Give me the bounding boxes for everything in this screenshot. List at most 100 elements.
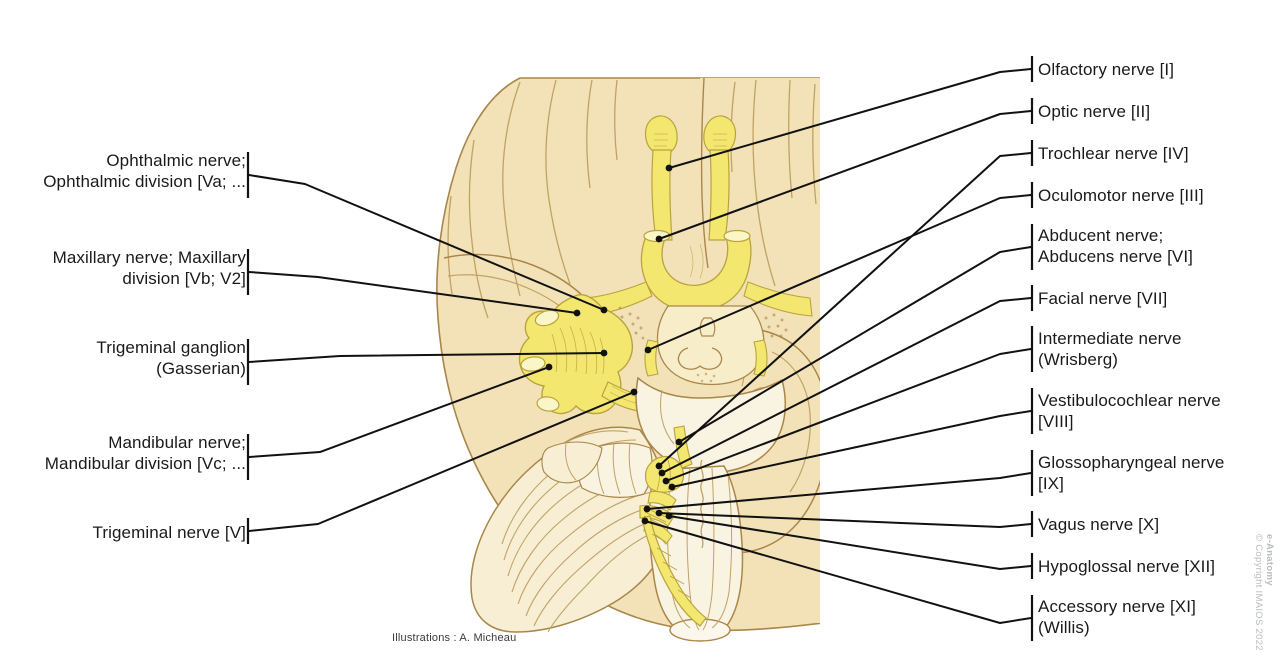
anchor-dot-vestibulocochlear-nerve [668,483,676,491]
frontal-gyri-right [730,79,817,287]
leader-line-trigeminal-ganglion [248,352,605,363]
lower-cranial-nerve-roots [639,425,707,627]
label-trigeminal-nerve[interactable]: Trigeminal nerve [V] [93,522,246,543]
label-line: Maxillary nerve; Maxillary [52,248,246,267]
leader-line-facial-nerve [661,297,1032,474]
label-line: Ophthalmic division [Va; ... [43,172,246,191]
anchor-dot-facial-nerve [658,469,666,477]
label-line: Abducent nerve; [1038,226,1164,245]
label-oculomotor-nerve[interactable]: Oculomotor nerve [III] [1038,185,1204,206]
label-line: Facial nerve [VII] [1038,289,1168,308]
watermark: e-Anatomy © Copyright IMAIOS 2022 [1253,534,1278,654]
leader-line-abducent-nerve [678,246,1032,443]
label-line: Optic nerve [II] [1038,102,1151,121]
leader-line-olfactory-nerve [668,68,1032,169]
illustration-credit: Illustrations : A. Micheau [392,632,517,644]
label-line: Trigeminal ganglion [96,338,246,357]
cerebellar-lobule [541,441,603,484]
anchor-dot-glossopharyngeal-nerve [643,505,651,513]
anchor-dot-trigeminal-nerve [630,388,638,396]
olfactory-apparatus [644,115,737,241]
leader-line-trochlear-nerve [658,152,1032,467]
anchor-dot-optic-nerve [655,235,663,243]
label-vagus-nerve[interactable]: Vagus nerve [X] [1038,514,1159,535]
anchor-dot-vagus-nerve [655,509,663,517]
label-line: [IX] [1038,474,1064,493]
label-line: (Wrisberg) [1038,350,1119,369]
accessory-nerve-spinal-root [641,515,707,627]
label-trigeminal-ganglion[interactable]: Trigeminal ganglion(Gasserian) [96,337,246,379]
glossopharyngeal-root [647,490,677,511]
label-ophthalmic-nerve[interactable]: Ophthalmic nerve; Ophthalmic division [Va… [43,150,246,192]
oculomotor-roots [644,339,768,377]
ophthalmic-division-stump [534,309,560,327]
leader-line-intermediate-nerve [665,348,1032,482]
leader-line-hypoglossal-nerve [668,515,1032,570]
label-trochlear-nerve[interactable]: Trochlear nerve [IV] [1038,143,1189,164]
label-intermediate-nerve[interactable]: Intermediate nerve(Wrisberg) [1038,328,1182,370]
label-abducent-nerve[interactable]: Abducent nerve; Abducens nerve [VI] [1038,225,1193,267]
anchor-dot-trochlear-nerve [655,462,663,470]
leader-line-mandibular-nerve [248,366,550,458]
leader-line-trigeminal-nerve [248,391,635,532]
oculomotor-nerve-right [753,339,768,377]
olfactory-tract-left [651,149,673,241]
label-line: Olfactory nerve [I] [1038,60,1175,79]
label-vestibulocochlear-nerve[interactable]: Vestibulocochlear nerve [VIII] [1038,390,1221,432]
anchor-dot-abducent-nerve [675,438,683,446]
label-line: Vestibulocochlear nerve [1038,391,1221,410]
olfactory-bulb-right [703,115,737,155]
label-line: Accessory nerve [XI] [1038,597,1196,616]
label-glossopharyngeal-nerve[interactable]: Glossopharyngeal nerve [IX] [1038,452,1224,494]
temporal-gyri-right [771,351,811,493]
leader-line-ophthalmic-nerve [248,174,605,311]
label-line: Glossopharyngeal nerve [1038,453,1225,472]
label-line: division [Vb; V2] [122,269,246,288]
posterior-perforated-substance [696,372,716,383]
label-line: Oculomotor nerve [III] [1038,186,1204,205]
interpeduncular-region [656,305,765,386]
label-line: Trigeminal nerve [V] [92,523,246,542]
cerebellum [470,426,670,633]
label-optic-nerve[interactable]: Optic nerve [II] [1038,101,1150,122]
leader-line-glossopharyngeal-nerve [646,472,1032,510]
optic-chiasm-and-nerves [640,233,752,313]
leader-line-vagus-nerve [658,512,1032,528]
label-accessory-nerve[interactable]: Accessory nerve [XI] (Willis) [1038,596,1196,638]
longitudinal-fissure [700,77,709,269]
mammillary-bodies [677,347,723,370]
anchor-dot-mandibular-nerve [545,363,553,371]
leader-line-optic-nerve [658,110,1032,240]
optic-nerve-stump-right [723,229,751,243]
anchor-dot-hypoglossal-nerve [665,512,673,520]
watermark-copyright: © Copyright IMAIOS 2022 [1253,534,1264,651]
label-line: Trochlear nerve [IV] [1038,144,1189,163]
label-maxillary-nerve[interactable]: Maxillary nerve; Maxillary division [Vb; … [53,247,246,289]
watermark-brand: e-Anatomy [1264,534,1275,586]
olfactory-bulb-left [644,115,678,155]
label-line: Abducens nerve [VI] [1038,247,1193,266]
sylvian-fissure-left [443,253,584,297]
leader-lines-group [246,56,1034,641]
anchor-dot-maxillary-nerve [573,309,581,317]
leader-line-accessory-nerve [644,520,1032,624]
anterior-perforated-substance-right [764,313,788,338]
label-olfactory-nerve[interactable]: Olfactory nerve [I] [1038,59,1174,80]
label-line: Mandibular division [Vc; ... [44,454,246,473]
label-hypoglossal-nerve[interactable]: Hypoglossal nerve [XII] [1038,556,1215,577]
label-line: Hypoglossal nerve [XII] [1038,557,1216,576]
label-line: Ophthalmic nerve; [106,151,246,170]
label-line: (Willis) [1038,618,1090,637]
oculomotor-nerve-left [644,339,659,377]
anchor-dot-intermediate-nerve [662,477,670,485]
label-line: [VIII] [1038,412,1074,431]
anchor-dot-trigeminal-ganglion [600,349,608,357]
anchor-dot-olfactory-nerve [665,164,673,172]
leader-line-maxillary-nerve [248,271,578,314]
label-mandibular-nerve[interactable]: Mandibular nerve;Mandibular division [Vc… [45,432,246,474]
leader-line-oculomotor-nerve [647,194,1032,351]
label-facial-nerve[interactable]: Facial nerve [VII] [1038,288,1167,309]
label-line: Vagus nerve [X] [1038,515,1160,534]
